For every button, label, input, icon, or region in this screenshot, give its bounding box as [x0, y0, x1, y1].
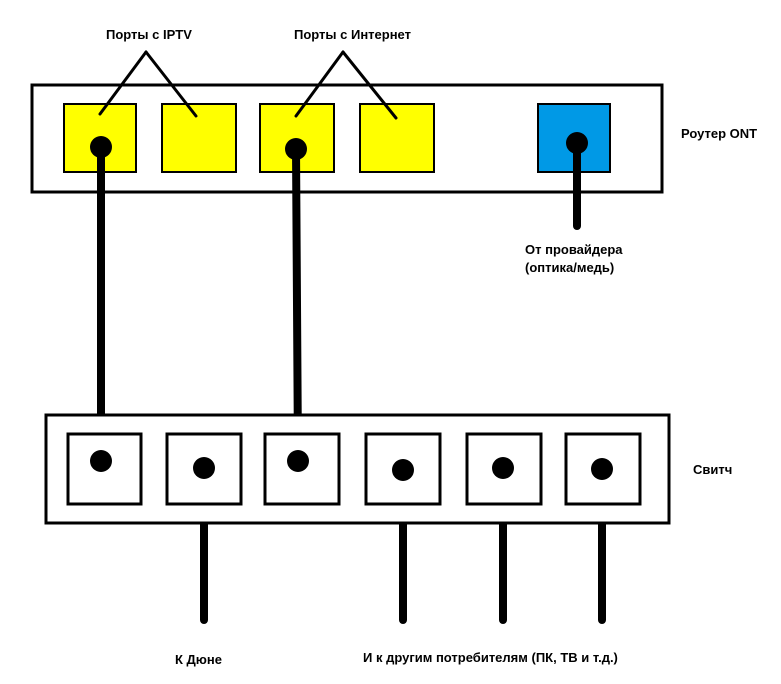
plug-dot: [90, 136, 112, 158]
provider-label-line2: (оптика/медь): [525, 260, 614, 275]
plug-dot: [392, 459, 414, 481]
cables: [97, 139, 606, 624]
iptv-pointer-lines: [98, 50, 198, 118]
plug-dot: [285, 138, 307, 160]
router-iptv-port-2: [161, 103, 237, 173]
plug-dot: [193, 457, 215, 479]
internet-pointer-lines: [294, 50, 398, 120]
plug-dot: [287, 450, 309, 472]
plug-dots: [90, 132, 613, 481]
dune-label: К Дюне: [175, 652, 222, 667]
plug-dot: [591, 458, 613, 480]
plug-dot: [492, 457, 514, 479]
cable-internet-to-switch: [292, 144, 302, 464]
router-label: Роутер ONT: [681, 126, 757, 141]
plug-dot: [90, 450, 112, 472]
provider-label-line1: От провайдера: [525, 242, 623, 257]
other-devices-label: И к другим потребителям (ПК, ТВ и т.д.): [363, 650, 618, 665]
iptv-ports-label: Порты с IPTV: [106, 27, 192, 42]
router-internet-port-2: [359, 103, 435, 173]
internet-ports-label: Порты с Интернет: [294, 27, 411, 42]
switch-label: Свитч: [693, 462, 732, 477]
plug-dot: [566, 132, 588, 154]
